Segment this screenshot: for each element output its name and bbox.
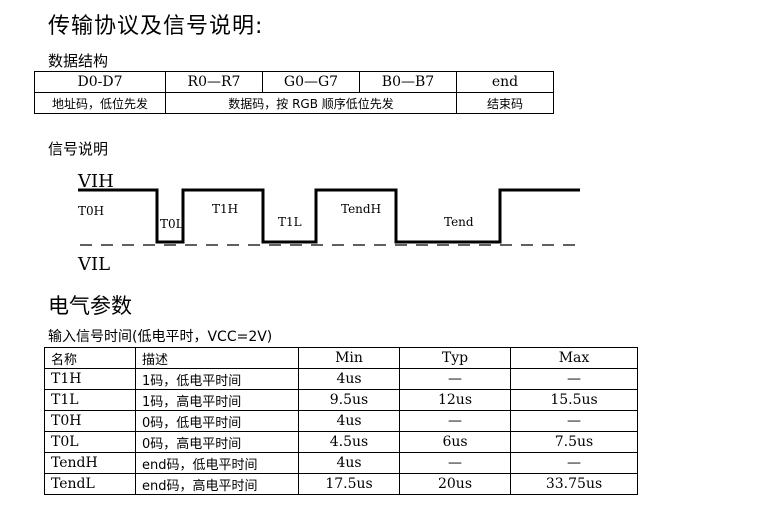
table-row: TendH end码，低电平时间 4us — —	[44, 452, 638, 474]
electrical-params-title: 电气参数	[48, 294, 132, 318]
row-typ: —	[399, 452, 511, 474]
row-description: 0码，高电平时间	[135, 431, 299, 453]
row-description: 0码，低电平时间	[135, 410, 299, 432]
row-description: 1码，低电平时间	[135, 368, 299, 390]
row-min: 9.5us	[298, 389, 400, 411]
row-min: 4.5us	[298, 431, 400, 453]
signal-timing-diagram: VIH VIL T0H T0L T1H T1L TendH Tend	[77, 171, 580, 275]
field-b0-b7: B0—B7	[359, 71, 457, 93]
row-description: 1码，高电平时间	[135, 389, 299, 411]
segment-label-t0l: T0L	[160, 217, 184, 231]
data-structure-row-descriptions: 地址码，低位先发 数据码，按 RGB 顺序低位先发 结束码	[34, 92, 554, 114]
vil-label: VIL	[77, 254, 110, 275]
data-structure-row-fields: D0-D7 R0—R7 G0—G7 B0—B7 end	[34, 71, 554, 93]
row-typ: —	[399, 368, 511, 390]
row-name: TendL	[44, 473, 136, 495]
row-max: 33.75us	[510, 473, 638, 495]
row-name: T1L	[44, 389, 136, 411]
row-name: T0L	[44, 431, 136, 453]
data-structure-label: 数据结构	[48, 52, 109, 70]
row-min: 4us	[298, 368, 400, 390]
signal-waveform	[78, 188, 580, 244]
header-typ: Typ	[399, 347, 511, 369]
row-typ: —	[399, 410, 511, 432]
signal-label: 信号说明	[48, 140, 109, 158]
header-max: Max	[510, 347, 638, 369]
row-name: T1H	[44, 368, 136, 390]
segment-label-t1l: T1L	[278, 215, 302, 229]
table-row: T0H 0码，低电平时间 4us — —	[44, 410, 638, 432]
row-max: —	[510, 452, 638, 474]
header-description: 描述	[135, 347, 299, 369]
segment-label-t0h: T0H	[78, 204, 104, 218]
row-name: TendH	[44, 452, 136, 474]
segment-label-tend: Tend	[444, 215, 474, 229]
header-name: 名称	[44, 347, 136, 369]
row-max: 15.5us	[510, 389, 638, 411]
row-typ: 20us	[399, 473, 511, 495]
data-structure-table: D0-D7 R0—R7 G0—G7 B0—B7 end 地址码，低位先发 数据码…	[34, 71, 554, 114]
row-name: T0H	[44, 410, 136, 432]
row-description: end码，低电平时间	[135, 452, 299, 474]
electrical-params-subtitle: 输入信号时间(低电平时，VCC=2V)	[48, 329, 273, 345]
segment-label-tendh: TendH	[341, 202, 381, 216]
table-row: T0L 0码，高电平时间 4.5us 6us 7.5us	[44, 431, 638, 453]
table-header-row: 名称 描述 Min Typ Max	[44, 347, 638, 369]
row-min: 4us	[298, 452, 400, 474]
row-description: end码，高电平时间	[135, 473, 299, 495]
row-max: 7.5us	[510, 431, 638, 453]
row-min: 4us	[298, 410, 400, 432]
page-title: 传输协议及信号说明:	[48, 14, 264, 39]
desc-address-code: 地址码，低位先发	[34, 92, 166, 114]
row-typ: 6us	[399, 431, 511, 453]
table-row: T1L 1码，高电平时间 9.5us 12us 15.5us	[44, 389, 638, 411]
electrical-params-table: 名称 描述 Min Typ Max T1H 1码，低电平时间 4us — — T…	[44, 347, 638, 495]
table-row: TendL end码，高电平时间 17.5us 20us 33.75us	[44, 473, 638, 495]
header-min: Min	[298, 347, 400, 369]
desc-end-code: 结束码	[456, 92, 554, 114]
row-max: —	[510, 368, 638, 390]
row-max: —	[510, 410, 638, 432]
row-min: 17.5us	[298, 473, 400, 495]
vih-label: VIH	[77, 171, 114, 192]
row-typ: 12us	[399, 389, 511, 411]
desc-data-code: 数据码，按 RGB 顺序低位先发	[165, 92, 457, 114]
table-row: T1H 1码，低电平时间 4us — —	[44, 368, 638, 390]
segment-label-t1h: T1H	[212, 202, 238, 216]
